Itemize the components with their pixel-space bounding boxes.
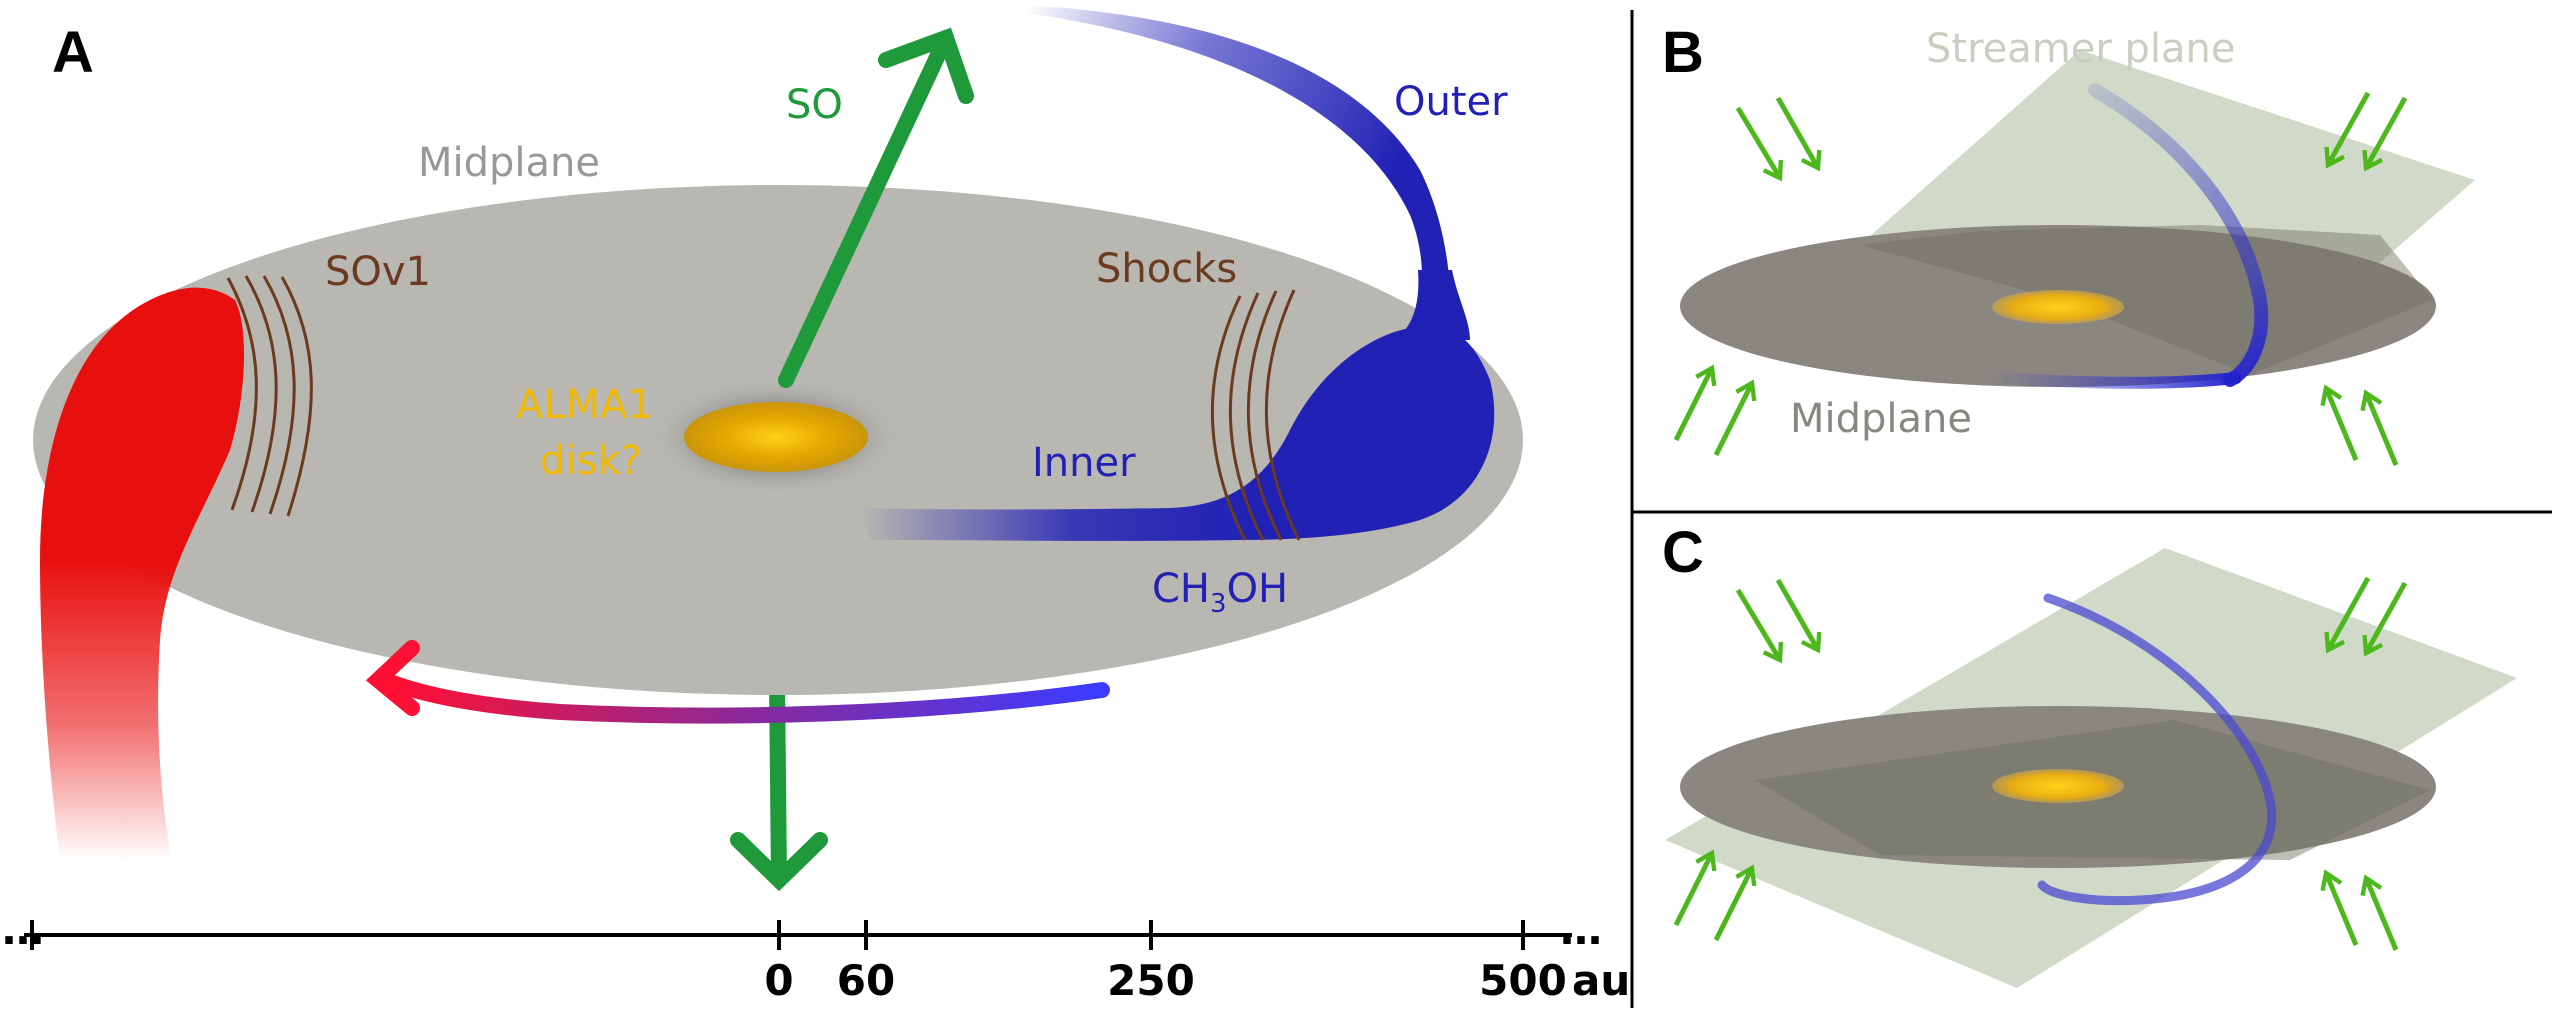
panel-a-letter: A: [52, 20, 94, 85]
central-disk-c: [1992, 769, 2124, 803]
streamer-b: [2088, 83, 2269, 387]
streamer-plane-label: Streamer plane: [1926, 26, 2235, 72]
outer-streamer-neck: [1395, 270, 1470, 340]
outer-label: Outer: [1394, 79, 1508, 125]
plane-disk-overlap-b: [1860, 225, 2433, 375]
central-disk-b: [1992, 290, 2124, 324]
inner-streamer: [860, 326, 1495, 541]
rotation-arrow: [365, 640, 1110, 724]
shocks-label: Shocks: [1096, 246, 1237, 292]
alma1-label-2: disk?: [540, 438, 642, 484]
panel-c-letter: C: [1662, 520, 1704, 585]
tick-label-250: 250: [1107, 956, 1195, 1005]
midplane-label-b: Midplane: [1790, 396, 1972, 442]
streamer-tail-b: [1984, 371, 2242, 389]
so-label: SO: [786, 82, 843, 128]
tick-label-60: 60: [837, 956, 895, 1005]
streamer-c: [2037, 593, 2277, 906]
alma1-disk: [684, 402, 868, 472]
sov1-streamer: [40, 287, 245, 860]
tick-label-0: 0: [764, 956, 793, 1005]
inner-label: Inner: [1032, 440, 1136, 486]
ch3oh-label: CH3OH: [1152, 566, 1288, 619]
axis-ellipsis-left: …: [2, 905, 44, 954]
axis-ellipsis-right: …: [1560, 905, 1602, 954]
panel-a: A: [2, 5, 1630, 1005]
tick-label-500: 500: [1479, 956, 1567, 1005]
panel-b: B Streamer plane Midplane: [1662, 20, 2475, 466]
inflow-arrows-c: [1673, 576, 2408, 951]
so-arrow-up: [778, 27, 974, 388]
panel-b-letter: B: [1662, 20, 1704, 85]
panel-c: C: [1662, 520, 2517, 988]
sov1-label: SOv1: [325, 249, 431, 295]
scale-axis: … … 0 60 250 500 au: [2, 905, 1630, 1005]
alma1-label: ALMA1: [516, 382, 653, 428]
inflow-arrows-b: [1673, 91, 2408, 466]
inner-shocks: [1210, 289, 1301, 541]
sov1-shocks: [226, 275, 313, 517]
midplane-label-a: Midplane: [418, 140, 600, 186]
axis-unit: au: [1572, 956, 1630, 1005]
outer-streamer-arc: [1020, 5, 1450, 300]
